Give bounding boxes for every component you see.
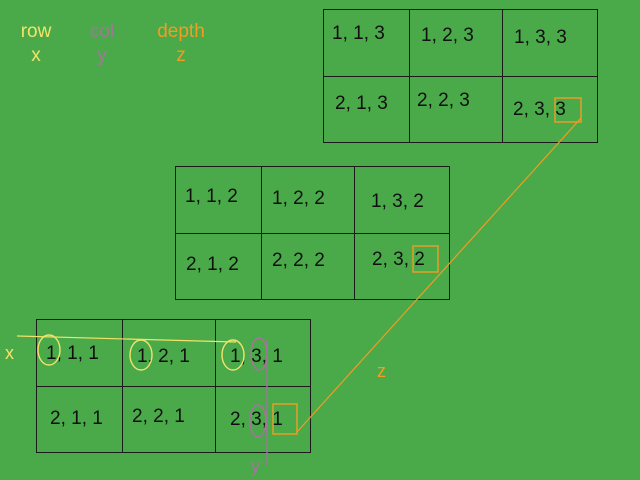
y-axis-label: y bbox=[251, 456, 260, 476]
legend-depth: depth z bbox=[148, 20, 214, 68]
cell-label: 1, 3, 1 bbox=[230, 346, 283, 367]
cell: 1, 1, 1 bbox=[36, 319, 123, 387]
cell: 1, 2, 2 bbox=[261, 166, 355, 234]
cell: 2, 3, 1 bbox=[215, 386, 311, 453]
legend-row-axis: x bbox=[31, 45, 41, 66]
x-axis-label: x bbox=[5, 343, 14, 363]
cell-label: 1, 3, 2 bbox=[371, 191, 424, 212]
cell: 2, 2, 1 bbox=[122, 386, 216, 453]
cell: 2, 3, 2 bbox=[354, 233, 450, 300]
cell-label: 2, 1, 3 bbox=[335, 93, 388, 114]
layer-grid-depth-1: 1, 1, 1 1, 2, 1 1, 3, 1 2, 1, 1 2, 2, 1 … bbox=[36, 319, 311, 453]
cell: 1, 3, 1 bbox=[215, 319, 311, 387]
cell: 1, 3, 3 bbox=[502, 9, 598, 77]
cell-label: 1, 1, 2 bbox=[185, 186, 238, 207]
legend-col-axis: y bbox=[97, 45, 107, 66]
layer-grid-depth-2: 1, 1, 2 1, 2, 2 1, 3, 2 2, 1, 2 2, 2, 2 … bbox=[175, 166, 450, 300]
cell-label: 1, 1, 1 bbox=[46, 343, 99, 364]
cell: 1, 2, 3 bbox=[409, 9, 503, 77]
cell: 1, 1, 2 bbox=[175, 166, 262, 234]
cell-label: 2, 2, 3 bbox=[417, 90, 470, 111]
cell-label: 2, 1, 1 bbox=[50, 408, 103, 429]
cell-label: 2, 3, 2 bbox=[372, 249, 425, 270]
cell: 2, 1, 2 bbox=[175, 233, 262, 300]
cell-label: 2, 3, 1 bbox=[230, 409, 283, 430]
cell: 1, 2, 1 bbox=[122, 319, 216, 387]
cell: 2, 3, 3 bbox=[502, 76, 598, 143]
cell: 2, 1, 3 bbox=[323, 76, 410, 143]
cell-label: 2, 1, 2 bbox=[186, 254, 239, 275]
cell-label: 2, 3, 3 bbox=[513, 99, 566, 120]
cell: 2, 1, 1 bbox=[36, 386, 123, 453]
cell: 2, 2, 3 bbox=[409, 76, 503, 143]
cell-label: 2, 2, 2 bbox=[272, 250, 325, 271]
z-axis-label: z bbox=[377, 361, 386, 381]
legend-depth-axis: z bbox=[176, 45, 186, 66]
cell-label: 1, 1, 3 bbox=[332, 23, 385, 44]
legend-col: col y bbox=[80, 20, 124, 68]
cell-label: 2, 2, 1 bbox=[132, 406, 185, 427]
layer-grid-depth-3: 1, 1, 3 1, 2, 3 1, 3, 3 2, 1, 3 2, 2, 3 … bbox=[323, 9, 598, 143]
cell: 1, 1, 3 bbox=[323, 9, 410, 77]
cell-label: 1, 2, 1 bbox=[137, 346, 190, 367]
legend-row: row x bbox=[12, 20, 60, 68]
cell: 1, 3, 2 bbox=[354, 166, 450, 234]
cell: 2, 2, 2 bbox=[261, 233, 355, 300]
legend-col-title: col bbox=[89, 21, 115, 42]
cell-label: 1, 3, 3 bbox=[514, 27, 567, 48]
cell-label: 1, 2, 3 bbox=[421, 25, 474, 46]
legend-depth-title: depth bbox=[157, 21, 205, 42]
cell-label: 1, 2, 2 bbox=[272, 188, 325, 209]
legend-row-title: row bbox=[20, 21, 52, 42]
